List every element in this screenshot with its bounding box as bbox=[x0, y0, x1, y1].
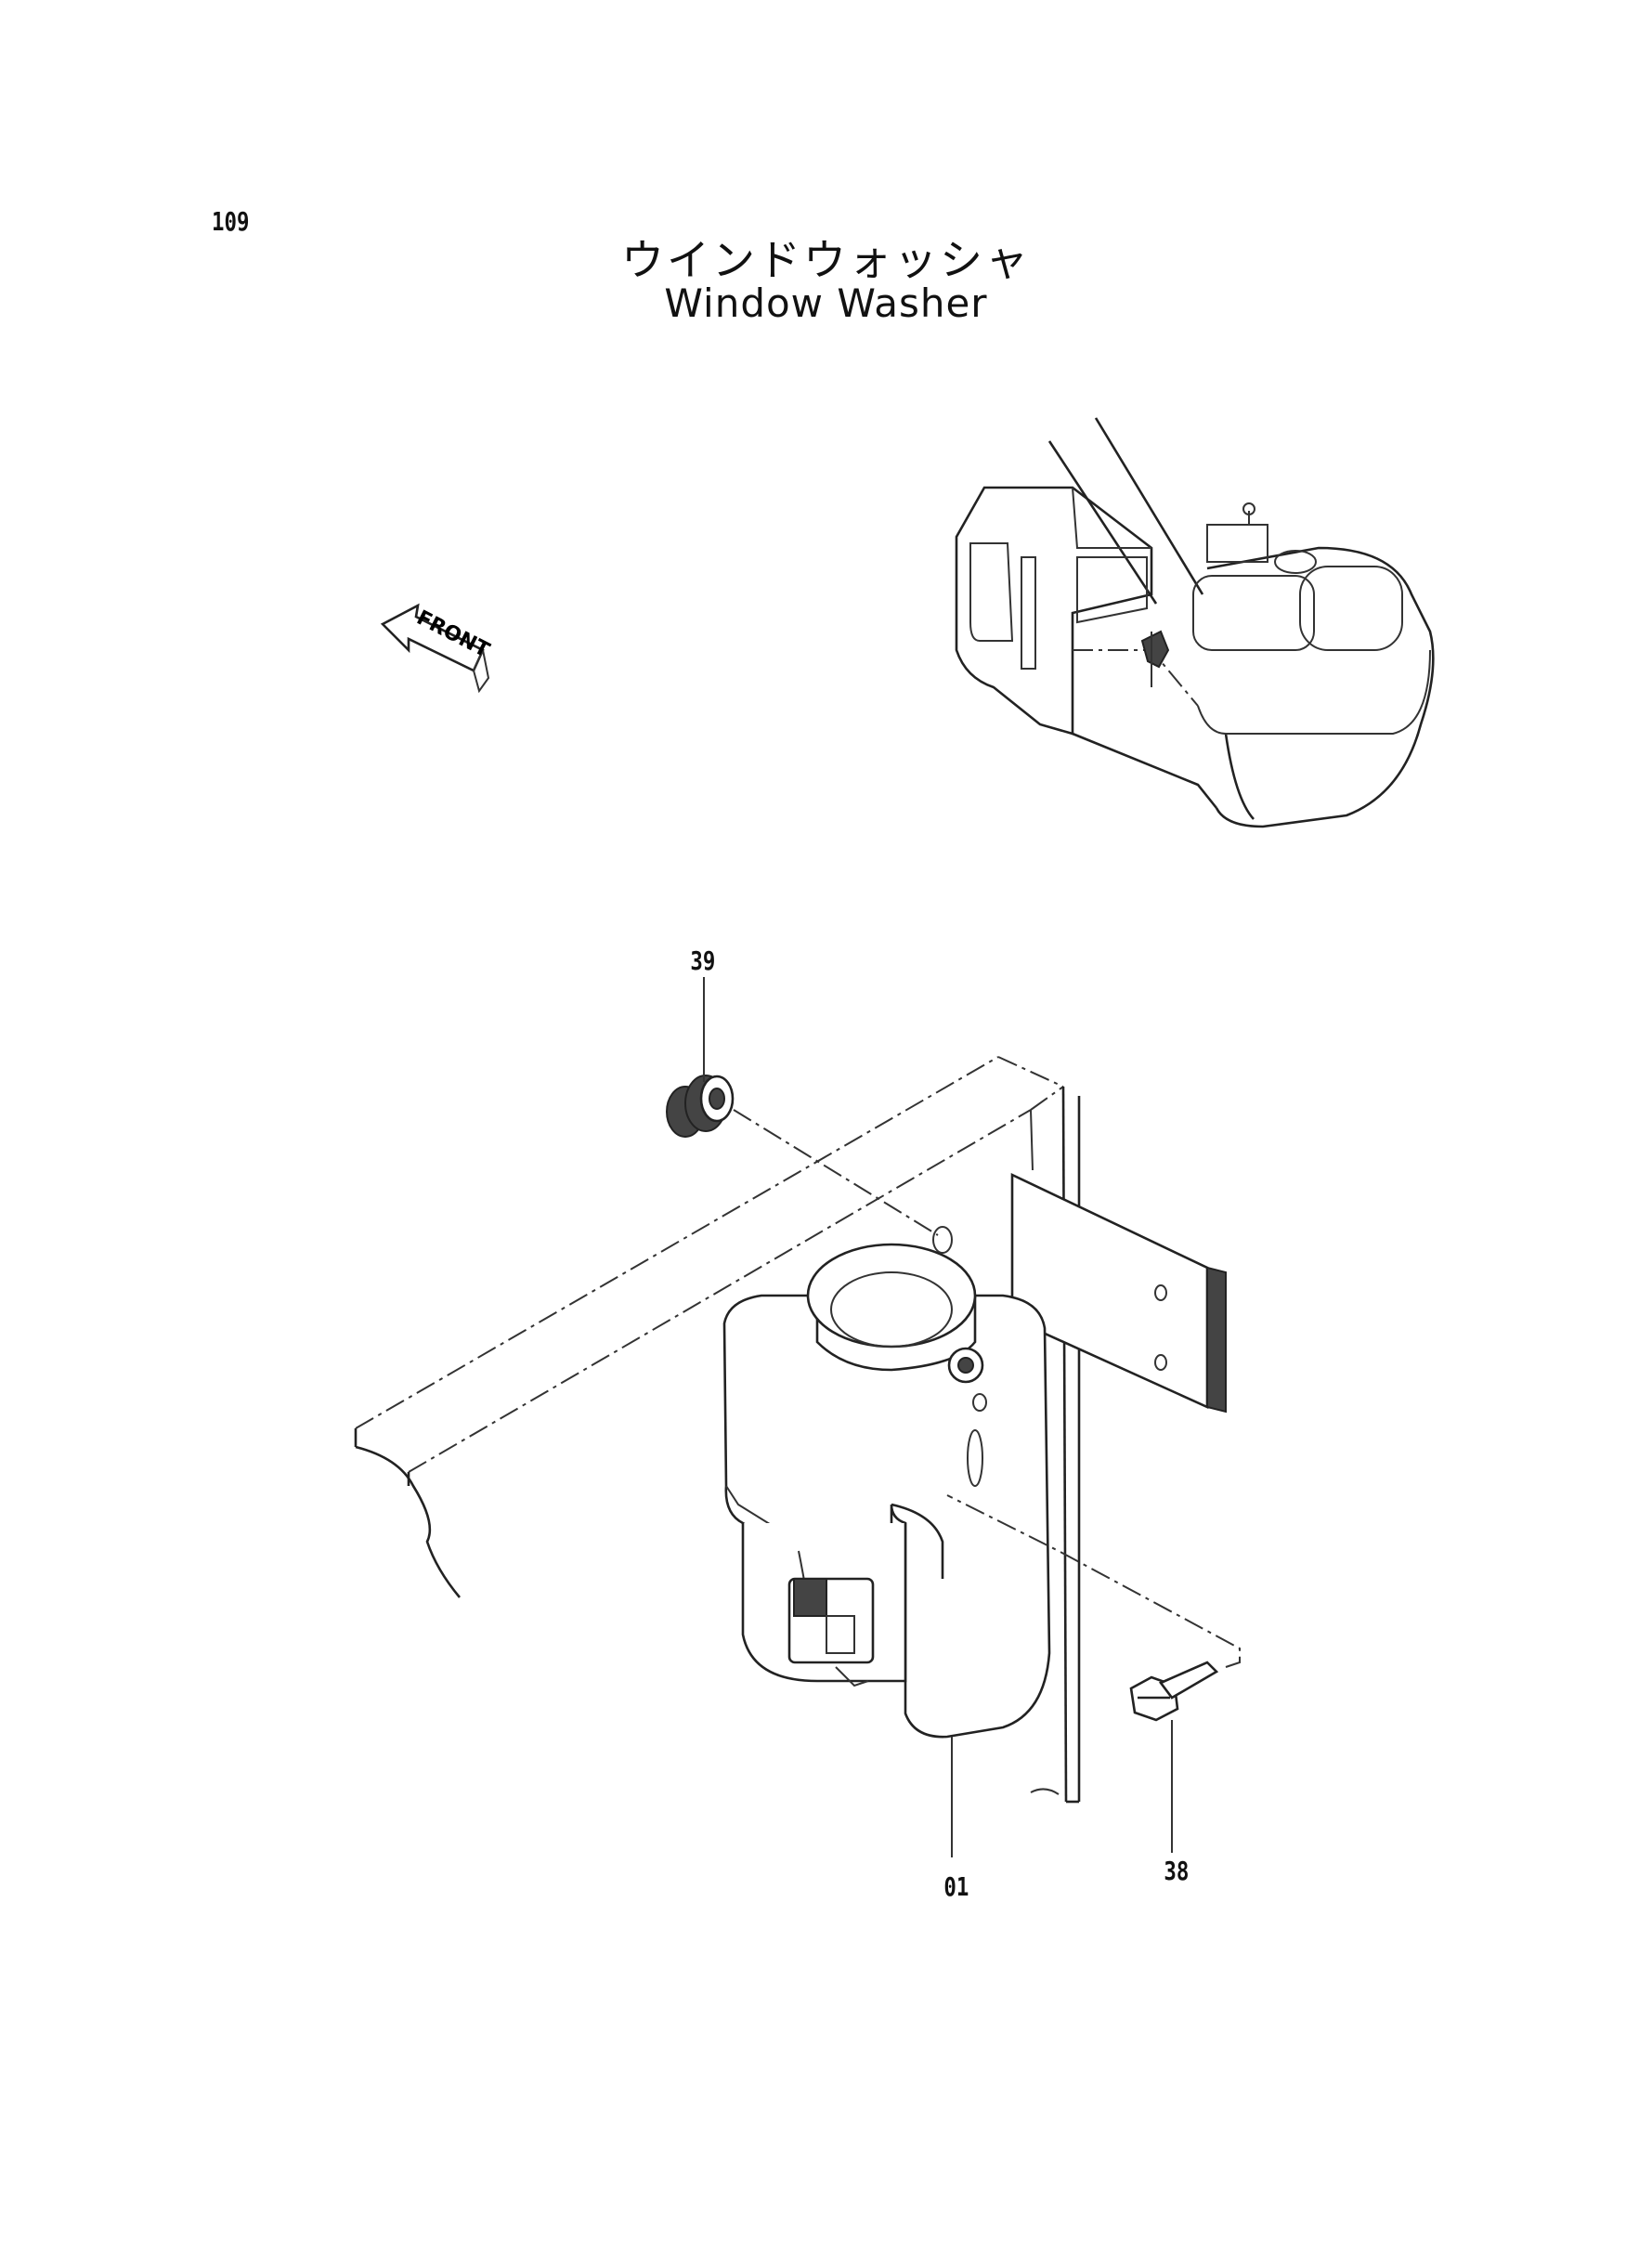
excavator-overview bbox=[955, 417, 1435, 828]
title-japanese: ウインドウォッシャ bbox=[621, 235, 1031, 285]
grommet-part bbox=[666, 977, 939, 1236]
pump-icon bbox=[787, 1577, 875, 1687]
bolt-part bbox=[946, 1494, 1241, 1853]
callout-tank: 01 bbox=[943, 1871, 969, 1902]
page-number: 109 bbox=[212, 206, 250, 237]
callout-grommet: 39 bbox=[690, 945, 716, 976]
title-english: Window Washer bbox=[664, 280, 988, 326]
washer-tank bbox=[722, 1226, 1051, 1739]
filler-cap-icon bbox=[806, 1243, 984, 1384]
front-arrow-icon: FRONT bbox=[380, 603, 493, 694]
mounting-bracket bbox=[1010, 1172, 1227, 1414]
callout-bolt: 38 bbox=[1164, 1856, 1190, 1886]
